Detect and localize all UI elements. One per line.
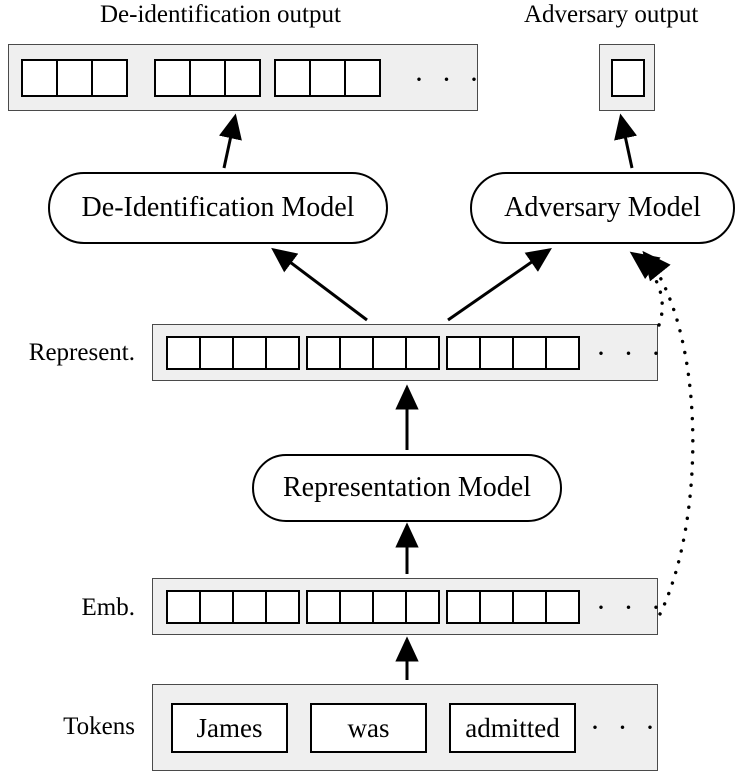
deid-output-cell xyxy=(309,59,346,97)
deid-output-cell xyxy=(274,59,311,97)
emb-cell xyxy=(166,590,201,624)
represent-strip: · · · xyxy=(152,324,661,381)
deid-output-strip: · · · xyxy=(8,44,479,111)
deid-output-group-2 xyxy=(154,59,261,97)
represent-cell xyxy=(446,336,481,370)
emb-cell xyxy=(479,590,514,624)
represent-ellipsis: · · · xyxy=(596,337,666,370)
emb-cell xyxy=(405,590,440,624)
adversary-output-cell xyxy=(611,59,645,97)
edge-adversary-model-to-adversary-output xyxy=(614,113,637,169)
represent-group-1 xyxy=(166,336,300,370)
deid-output-cell xyxy=(56,59,93,97)
emb-strip: · · · xyxy=(152,578,661,635)
emb-cell xyxy=(512,590,547,624)
deid-output-cell xyxy=(154,59,191,97)
represent-cell xyxy=(405,336,440,370)
token-box[interactable]: James xyxy=(171,703,288,753)
represent-cell xyxy=(199,336,234,370)
represent-cell xyxy=(306,336,341,370)
deid-model-node[interactable]: De-Identification Model xyxy=(48,172,388,244)
represent-cell xyxy=(372,336,407,370)
deid-output-cell xyxy=(224,59,261,97)
emb-row-label: Emb. xyxy=(81,594,135,621)
emb-cell xyxy=(306,590,341,624)
emb-cell xyxy=(232,590,267,624)
emb-ellipsis: · · · xyxy=(596,591,666,624)
edge-represent-to-adversary-model-dotted xyxy=(629,251,664,327)
edge-deid-model-to-deid-output xyxy=(219,113,242,169)
deid-output-cell xyxy=(21,59,58,97)
represent-group-3 xyxy=(446,336,580,370)
deid-output-cell xyxy=(91,59,128,97)
edge-emb-to-adversary-model-dotted xyxy=(642,250,695,616)
token-box[interactable]: was xyxy=(310,703,427,753)
tokens-row-label: Tokens xyxy=(63,713,135,740)
emb-cell xyxy=(199,590,234,624)
deid-output-group-1 xyxy=(21,59,128,97)
deid-output-cell xyxy=(344,59,381,97)
adversary-output-group-1 xyxy=(611,59,645,97)
token-box[interactable]: admitted xyxy=(449,703,576,753)
deid-output-cell xyxy=(189,59,226,97)
emb-cell xyxy=(545,590,580,624)
emb-group-2 xyxy=(306,590,440,624)
emb-cell xyxy=(339,590,374,624)
represent-cell xyxy=(339,336,374,370)
tokens-ellipsis: · · · xyxy=(590,711,660,744)
represent-cell xyxy=(512,336,547,370)
represent-cell xyxy=(232,336,267,370)
represent-cell xyxy=(545,336,580,370)
edge-represent-to-deid-model xyxy=(271,247,368,322)
adversary-output-caption: Adversary output xyxy=(524,1,699,28)
represent-cell xyxy=(479,336,514,370)
edge-represent-to-adversary-model xyxy=(447,247,552,322)
tokens-strip: James was admitted · · · xyxy=(152,684,658,771)
represent-cell xyxy=(166,336,201,370)
adversary-output-strip xyxy=(599,44,655,111)
emb-cell xyxy=(446,590,481,624)
adversary-model-node[interactable]: Adversary Model xyxy=(470,172,735,244)
representation-model-node[interactable]: Representation Model xyxy=(252,454,562,522)
deid-output-ellipsis: · · · xyxy=(414,63,484,96)
deid-output-group-3 xyxy=(274,59,381,97)
deid-output-caption: De-identification output xyxy=(100,1,341,28)
emb-group-1 xyxy=(166,590,300,624)
emb-cell xyxy=(372,590,407,624)
emb-cell xyxy=(265,590,300,624)
represent-cell xyxy=(265,336,300,370)
represent-group-2 xyxy=(306,336,440,370)
emb-group-3 xyxy=(446,590,580,624)
represent-row-label: Represent. xyxy=(28,339,135,366)
